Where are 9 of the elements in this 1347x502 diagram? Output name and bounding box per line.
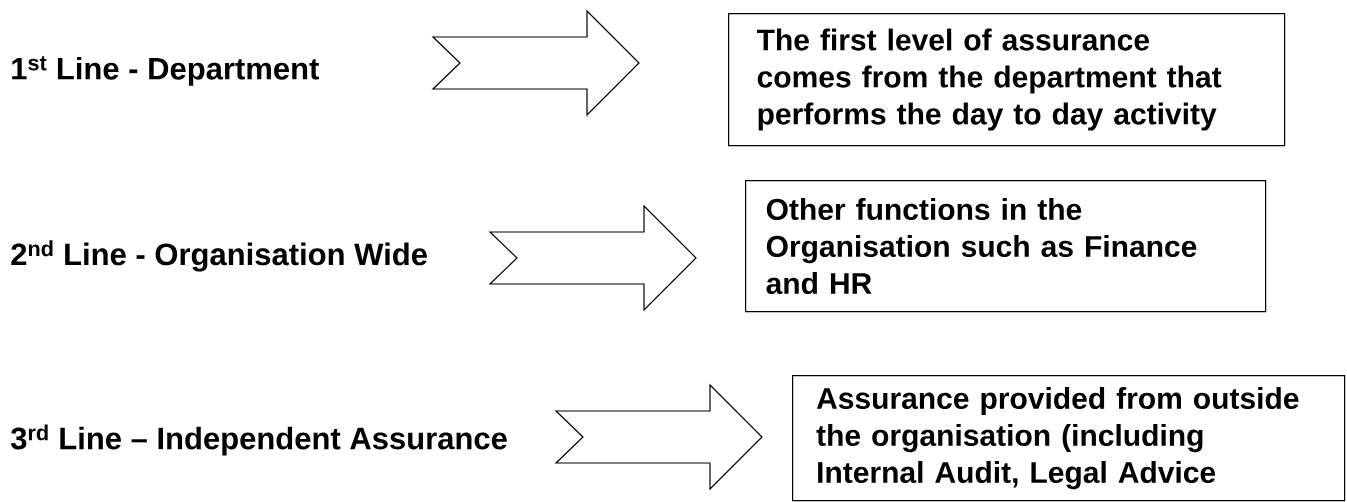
block-arrow: [554, 383, 763, 491]
line-label: 3$^{rd}$ Line – Independent Assurance: [10, 424, 507, 456]
block-arrow: [431, 9, 640, 117]
line-label: 2$^{nd}$ Line - Organisation Wide: [11, 240, 427, 272]
text-box: Assurance provided from outside the organisation (including Internal Audit, Legal Advice: [792, 375, 1346, 502]
text-box: The first level of assurance comes from the department that performs the day to day activity: [728, 13, 1286, 147]
text-box: Other functions in the Organisation such as Finance and HR: [745, 180, 1267, 313]
line-label: 1$^{st}$ Line - Department: [12, 56, 319, 86]
block-arrow: [488, 204, 697, 312]
